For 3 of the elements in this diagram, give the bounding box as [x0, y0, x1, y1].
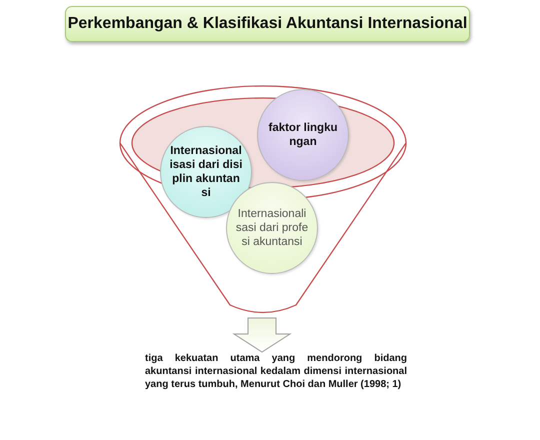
- title-banner: Perkembangan & Klasifikasi Akuntansi Internasional: [65, 6, 470, 42]
- block-arrow: [232, 318, 292, 353]
- note-text: tiga kekuatan utama yang mendorong bidang akuntansi internasional kedalam dimensi internasional yang terus tumbuh, Menurut Choi dan Muller (1998; 1): [145, 352, 407, 391]
